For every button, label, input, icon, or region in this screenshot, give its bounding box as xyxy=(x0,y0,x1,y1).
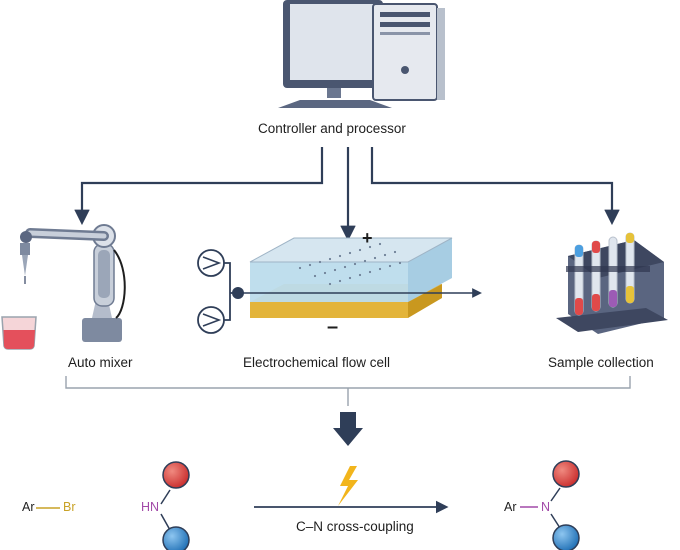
arrow-to-collection xyxy=(370,147,620,226)
robot-arm-icon xyxy=(20,224,126,342)
red-substituent-sphere xyxy=(552,460,580,488)
sample-rack-icon xyxy=(556,232,668,334)
sample-collection-label: Sample collection xyxy=(548,355,654,370)
aryl-group-left: Ar xyxy=(22,500,35,514)
grouping-bracket xyxy=(65,376,631,389)
cathode-sign: – xyxy=(327,316,339,338)
computer-icon xyxy=(278,0,445,108)
connector-arrows xyxy=(74,147,620,242)
controller-label: Controller and processor xyxy=(258,121,406,136)
flow-cell-icon xyxy=(238,237,482,318)
reaction-label: C–N cross-coupling xyxy=(296,519,414,534)
amine-label: HN xyxy=(141,500,160,514)
flow-cell-label: Electrochemical flow cell xyxy=(243,355,391,370)
red-substituent-sphere xyxy=(162,461,190,489)
bromine-label: Br xyxy=(63,500,76,514)
amine-reactant xyxy=(160,461,190,550)
lightning-icon xyxy=(338,466,358,506)
product xyxy=(520,460,580,550)
beaker-icon xyxy=(1,316,37,350)
blue-substituent-sphere xyxy=(552,524,580,550)
arrow-to-mixer xyxy=(74,147,324,226)
down-arrow xyxy=(333,412,363,446)
anode-sign: + xyxy=(362,228,373,248)
auto-mixer-label: Auto mixer xyxy=(68,355,133,370)
blue-substituent-sphere xyxy=(162,526,190,550)
pump-icons xyxy=(197,249,244,334)
nitrogen-label: N xyxy=(541,500,551,514)
aryl-group-right: Ar xyxy=(504,500,517,514)
flow-channel-dots xyxy=(298,242,402,286)
